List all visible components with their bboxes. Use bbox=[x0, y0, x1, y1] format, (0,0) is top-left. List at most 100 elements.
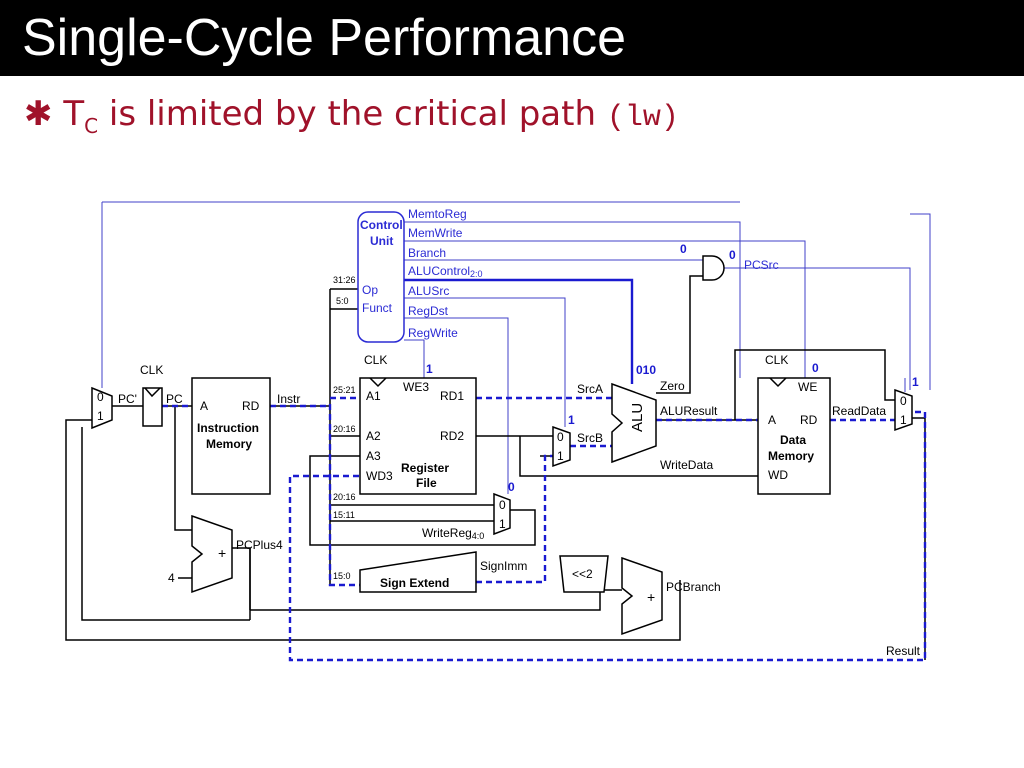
alusrc-label: ALUSrc bbox=[408, 284, 449, 298]
pcplus4-adder bbox=[191, 514, 233, 594]
memtoreg-value: 1 bbox=[912, 375, 919, 389]
result-mux-1: 1 bbox=[900, 413, 907, 427]
clk-pc-label: CLK bbox=[140, 363, 163, 377]
bits-20-16-b: 20:16 bbox=[333, 492, 356, 502]
wd3-label: WD3 bbox=[366, 469, 393, 483]
shift-left-2-block bbox=[559, 555, 609, 593]
regdst-mux bbox=[493, 492, 511, 536]
regdst-mux-1: 1 bbox=[499, 517, 506, 531]
regwrite-value: 1 bbox=[426, 362, 433, 376]
data-memory-block bbox=[757, 377, 831, 495]
instr-label: Instr bbox=[277, 392, 300, 406]
control-unit-label-1: Control bbox=[360, 218, 403, 232]
aluresult-label: ALUResult bbox=[660, 404, 718, 418]
result-label: Result bbox=[886, 644, 921, 658]
pcplus4-plus: + bbox=[218, 545, 226, 561]
tc-subscript: C bbox=[84, 113, 99, 138]
imem-label-2: Memory bbox=[206, 437, 252, 451]
pcbranch-adder bbox=[621, 556, 663, 636]
we3-label: WE3 bbox=[403, 380, 429, 394]
pc-register bbox=[142, 387, 163, 427]
pcsrc-value: 0 bbox=[729, 248, 736, 262]
regdst-label: RegDst bbox=[408, 304, 449, 318]
dmem-label-2: Memory bbox=[768, 449, 814, 463]
pc-prime-label: PC' bbox=[118, 392, 137, 406]
a1-label: A1 bbox=[366, 389, 381, 403]
funct-label: Funct bbox=[362, 301, 393, 315]
alusrc-mux-0: 0 bbox=[557, 430, 564, 444]
alu-block bbox=[611, 382, 657, 464]
rd2-label: RD2 bbox=[440, 429, 464, 443]
pc-mux-0: 0 bbox=[97, 390, 104, 404]
branch-label: Branch bbox=[408, 246, 446, 260]
bullet-code: (lw) bbox=[606, 101, 679, 135]
bits-20-16-a: 20:16 bbox=[333, 424, 356, 434]
title-bar bbox=[0, 0, 1024, 76]
bits-5-0: 5:0 bbox=[336, 296, 349, 306]
tc-symbol: T bbox=[63, 94, 85, 134]
writedata-label: WriteData bbox=[660, 458, 713, 472]
pcbranch-plus: + bbox=[647, 589, 655, 605]
bullet-text: is limited by the critical path bbox=[98, 94, 607, 134]
regdst-value: 0 bbox=[508, 480, 515, 494]
pc-label: PC bbox=[166, 392, 183, 406]
shift2-label: <<2 bbox=[572, 567, 593, 581]
imem-label-1: Instruction bbox=[197, 421, 259, 435]
regfile-label-2: File bbox=[416, 476, 437, 490]
pcplus4-label: PCPlus4 bbox=[236, 538, 283, 552]
register-file-block bbox=[359, 377, 477, 495]
result-mux-0: 0 bbox=[900, 394, 907, 408]
bullet-icon: ✱ bbox=[24, 94, 53, 134]
pc-mux-1: 1 bbox=[97, 409, 104, 423]
control-unit-block bbox=[357, 211, 405, 343]
memtoreg-label: MemtoReg bbox=[408, 207, 467, 221]
writereg-label: WriteReg4:0 bbox=[422, 526, 484, 541]
sign-extend-block bbox=[359, 551, 477, 593]
bullet-point: ✱ TC is limited by the critical path (lw… bbox=[24, 92, 679, 148]
op-label: Op bbox=[362, 283, 378, 297]
we-label: WE bbox=[798, 380, 817, 394]
alu-label: ALU bbox=[629, 403, 646, 432]
critical-path bbox=[162, 396, 927, 662]
alusrc-mux bbox=[552, 425, 571, 468]
memwrite-value: 0 bbox=[812, 361, 819, 375]
dmem-a-label: A bbox=[768, 413, 776, 427]
signimm-label: SignImm bbox=[480, 559, 527, 573]
bits-15-11: 15:11 bbox=[333, 510, 355, 520]
clk-rf-label: CLK bbox=[364, 353, 387, 367]
pcbranch-label: PCBranch bbox=[666, 580, 721, 594]
pc-source-mux bbox=[91, 386, 113, 430]
sign-extend-label: Sign Extend bbox=[380, 576, 449, 590]
zero-label: Zero bbox=[660, 379, 685, 393]
alusrc-value: 1 bbox=[568, 413, 575, 427]
dmem-rd-label: RD bbox=[800, 413, 818, 427]
four-label: 4 bbox=[168, 571, 175, 585]
rd1-label: RD1 bbox=[440, 389, 464, 403]
srca-label: SrcA bbox=[577, 382, 603, 396]
branch-value: 0 bbox=[680, 242, 687, 256]
memwrite-label: MemWrite bbox=[408, 226, 463, 240]
clk-dm-label: CLK bbox=[765, 353, 788, 367]
a3-label: A3 bbox=[366, 449, 381, 463]
bits-31-26: 31:26 bbox=[333, 275, 356, 285]
dmem-label-1: Data bbox=[780, 433, 806, 447]
pcsrc-label: PCSrc bbox=[744, 258, 779, 272]
srcb-label: SrcB bbox=[577, 431, 603, 445]
memtoreg-mux bbox=[894, 388, 913, 432]
alucontrol-value: 010 bbox=[636, 363, 656, 377]
regdst-mux-0: 0 bbox=[499, 498, 506, 512]
wd-label: WD bbox=[768, 468, 788, 482]
bits-25-21: 25:21 bbox=[333, 385, 356, 395]
regfile-label-1: Register bbox=[401, 461, 449, 475]
imem-a-label: A bbox=[200, 399, 208, 413]
instruction-memory-block bbox=[191, 377, 271, 495]
alusrc-mux-1: 1 bbox=[557, 449, 564, 463]
control-unit-label-2: Unit bbox=[370, 234, 393, 248]
imem-rd-label: RD bbox=[242, 399, 260, 413]
alucontrol-label: ALUControl2:0 bbox=[408, 264, 483, 279]
slide-title: Single-Cycle Performance bbox=[22, 9, 627, 67]
bits-15-0: 15:0 bbox=[333, 571, 351, 581]
readdata-label: ReadData bbox=[832, 404, 886, 418]
and-gate bbox=[702, 255, 725, 281]
